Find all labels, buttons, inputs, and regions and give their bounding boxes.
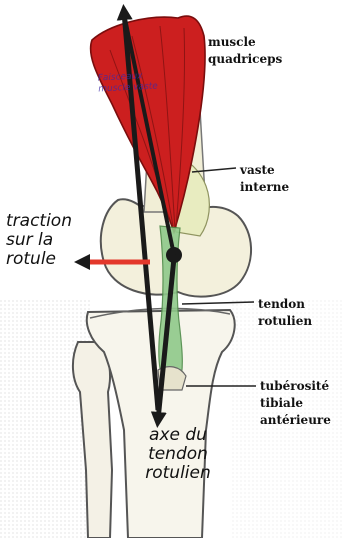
label-tendon-line-2: rotulien [258,313,312,330]
label-traction-rotule: traction sur la rotule [6,212,72,269]
background-texture [0,300,90,538]
label-traction-line-2: sur la [6,231,72,250]
label-traction-line-3: rotule [6,250,72,269]
label-axe-line-1: axe du [118,426,238,445]
label-traction-line-1: traction [6,212,72,231]
label-axe-line-3: rotulien [118,464,238,483]
label-tuberosite-line-3: antérieure [260,412,331,429]
label-axe-line-2: tendon [118,445,238,464]
label-muscle-line-1: muscle [208,34,282,51]
label-tuberosite-tibiale: tubérosité tibiale antérieure [260,378,331,429]
label-vaste-interne: vaste interne [240,162,289,196]
label-vaste-line-2: interne [240,179,289,196]
label-tuberosite-line-2: tibiale [260,395,331,412]
muscle-overlay-label: Faisceaux muscle vaste [97,70,158,95]
label-tendon-rotulien: tendon rotulien [258,296,312,330]
label-muscle-line-2: quadriceps [208,51,282,68]
label-muscle-quadriceps: muscle quadriceps [208,34,282,68]
label-axe-tendon: axe du tendon rotulien [118,426,238,483]
label-tuberosite-line-1: tubérosité [260,378,331,395]
label-vaste-line-1: vaste [240,162,289,179]
label-tendon-line-1: tendon [258,296,312,313]
